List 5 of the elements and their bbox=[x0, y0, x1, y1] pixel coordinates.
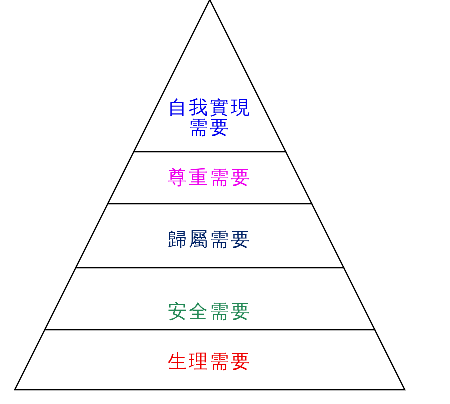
tier-label: 生理需要 bbox=[167, 352, 253, 372]
tier-label: 自我實現需要 bbox=[167, 98, 253, 138]
tier-label: 歸屬需要 bbox=[167, 230, 253, 250]
tier-label: 尊重需要 bbox=[167, 168, 253, 188]
tier-label: 安全需要 bbox=[167, 302, 253, 322]
